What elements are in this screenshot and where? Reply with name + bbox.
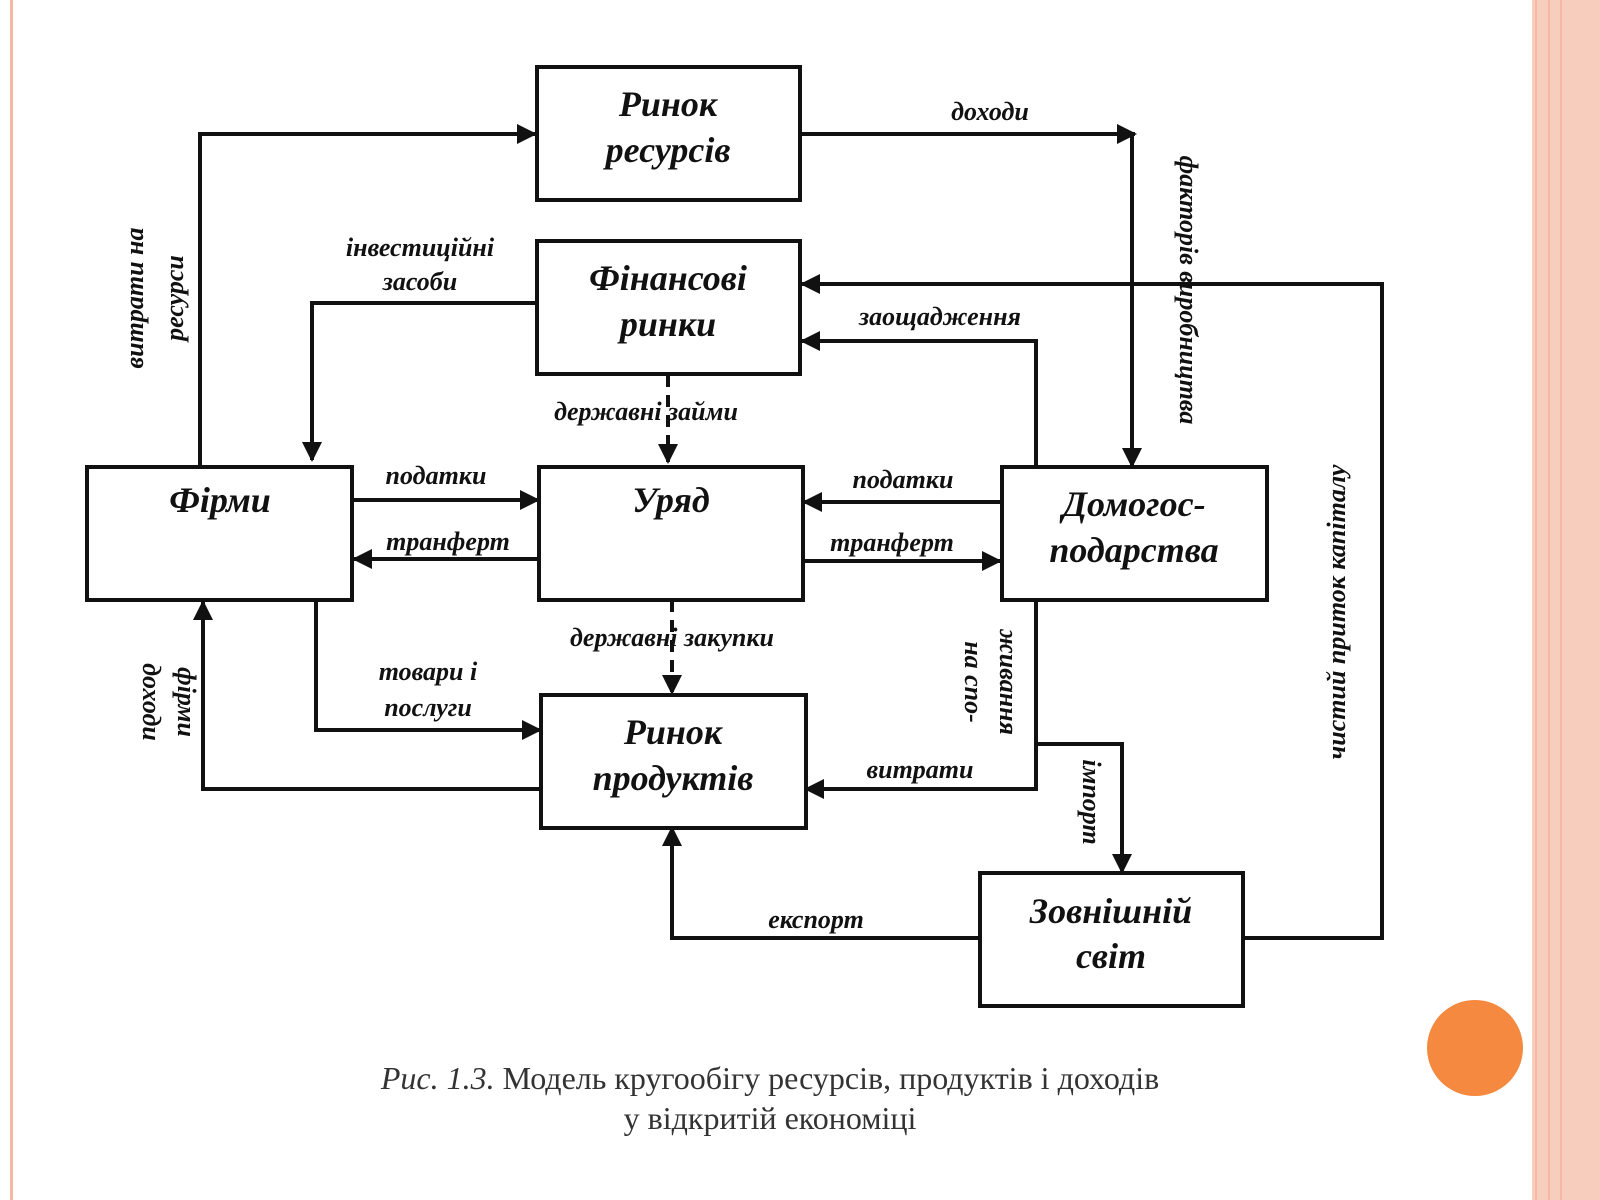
label-transfer-firms: транферт: [386, 527, 510, 556]
node-financial-markets-label-2: ринки: [617, 304, 716, 344]
label-resource-spending-2: ресурси: [160, 255, 189, 343]
node-firms-label: Фірми: [169, 480, 271, 520]
label-investment-1: інвестиційні: [346, 233, 495, 262]
node-product-market-label-2: продуктів: [593, 758, 754, 798]
figure-caption: Рис. 1.3. Модель кругообігу ресурсів, пр…: [200, 1058, 1340, 1138]
edge-capital-inflow: [1198, 282, 1384, 940]
node-financial-markets: [535, 239, 802, 376]
label-firm-income-1: доходи: [137, 663, 166, 741]
node-rest-of-world-label-1: Зовнішній: [1029, 891, 1192, 931]
node-government: [537, 465, 805, 602]
label-factors: факторів виробництва: [1174, 156, 1203, 425]
label-export: експорт: [768, 905, 864, 934]
node-households-label-1: Домогос-: [1059, 484, 1205, 524]
node-financial-markets-label-1: Фінансові: [589, 258, 747, 298]
caption-line-1: Рис. 1.3. Модель кругообігу ресурсів, пр…: [200, 1058, 1340, 1098]
label-consumption-1: на спо-: [959, 641, 988, 723]
caption-text-line-1: Модель кругообігу ресурсів, продуктів і …: [502, 1060, 1160, 1096]
label-gov-purchases: державні закупки: [570, 623, 774, 652]
orange-circle-decoration: [1427, 1000, 1523, 1096]
edge-firm-income: [193, 600, 540, 791]
node-resource-market: [535, 65, 802, 202]
edge-resource-spending: [198, 124, 537, 466]
label-goods-services-1: товари і: [379, 657, 478, 686]
node-firms: [85, 465, 354, 602]
right-border-line-3: [1560, 0, 1562, 1200]
caption-figure-number: Рис. 1.3.: [380, 1060, 495, 1096]
node-households: [1000, 465, 1269, 602]
node-resource-market-label-1: Ринок: [618, 84, 718, 124]
node-rest-of-world: [978, 871, 1245, 1008]
label-income: доходи: [951, 97, 1029, 126]
label-firm-income-2: фірми: [172, 667, 201, 737]
caption-text-line-2: у відкритій економіці: [623, 1100, 917, 1136]
label-taxes-firms: податки: [386, 461, 487, 490]
label-investment-2: засоби: [382, 267, 457, 296]
right-border-line-1: [1535, 0, 1537, 1200]
right-border-line-2: [1548, 0, 1550, 1200]
label-savings: заощадження: [858, 302, 1021, 331]
node-resource-market-label-2: ресурсів: [603, 130, 731, 170]
label-spending: витрати: [867, 755, 974, 784]
node-rest-of-world-label-2: світ: [1076, 936, 1146, 976]
label-import: імпорт: [1077, 759, 1106, 844]
left-border-line: [10, 0, 13, 1200]
node-government-label: Уряд: [632, 480, 710, 520]
node-product-market: [539, 693, 808, 830]
label-taxes-households: податки: [853, 465, 954, 494]
label-goods-services-2: послуги: [384, 693, 472, 722]
node-households-label-2: подарства: [1049, 530, 1218, 570]
label-transfer-households: транферт: [830, 528, 954, 557]
edge-import: [1036, 742, 1132, 874]
label-capital-inflow: чистий приток капіталу: [1322, 464, 1351, 759]
edge-investment: [302, 301, 535, 462]
label-gov-loans: державні займи: [554, 397, 738, 426]
edge-export: [662, 826, 978, 940]
label-resource-spending-1: витрати на: [120, 228, 149, 369]
node-product-market-label-1: Ринок: [623, 712, 723, 752]
edge-savings: [800, 331, 1038, 466]
edge-spending: [804, 600, 1038, 799]
right-decorative-band: [1532, 0, 1600, 1200]
label-consumption-2: живання: [994, 628, 1023, 735]
edge-goods-services: [314, 600, 542, 740]
